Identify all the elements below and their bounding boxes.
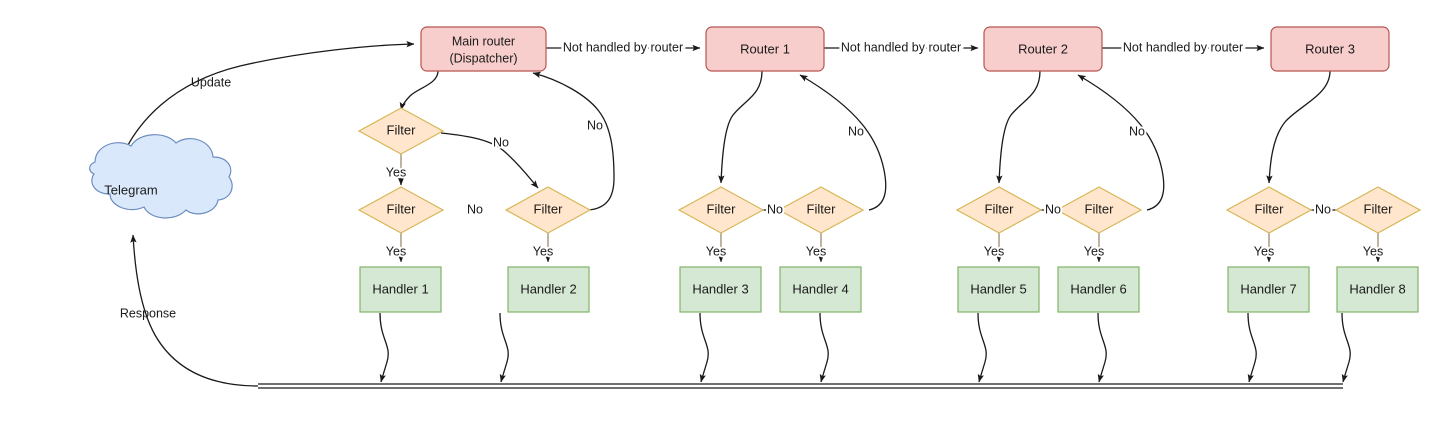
router-2-box[interactable] — [983, 26, 1103, 72]
handler-3-box[interactable] — [679, 266, 762, 313]
edge-label-yes-handler4: Yes — [806, 244, 826, 258]
node-handler-4[interactable]: Handler 4 — [779, 266, 862, 313]
edge-label-no-f1-f2: No — [493, 135, 509, 149]
filter-5-diamond[interactable] — [777, 186, 865, 234]
edge-label-not-handled-3: Not handled by router — [1123, 40, 1243, 54]
edge-filter2-to-dispatcher-no — [532, 71, 615, 211]
edge-telegram-to-dispatcher — [117, 40, 415, 168]
handler-2-box[interactable] — [507, 266, 590, 313]
filter-9-diamond[interactable] — [1334, 186, 1422, 234]
node-filter-7[interactable]: Filter — [1055, 186, 1143, 234]
node-filter-3[interactable]: Filter — [504, 186, 592, 234]
node-main-router-dispatcher[interactable]: Main router (Dispatcher) — [420, 26, 547, 72]
node-handler-2[interactable]: Handler 2 — [507, 266, 590, 313]
handler-5-box[interactable] — [957, 266, 1040, 313]
node-filter-6[interactable]: Filter — [955, 186, 1043, 234]
handler-7-box[interactable] — [1227, 266, 1310, 313]
filter-6-diamond[interactable] — [955, 186, 1043, 234]
edge-filter1-to-filter2-no — [440, 132, 539, 189]
node-filter-5[interactable]: Filter — [777, 186, 865, 234]
node-handler-7[interactable]: Handler 7 — [1227, 266, 1310, 313]
filter-3-diamond[interactable] — [504, 186, 592, 234]
node-telegram[interactable]: Telegram — [89, 134, 233, 219]
router-1-box[interactable] — [705, 26, 825, 72]
edge-label-yes-handler5: Yes — [984, 244, 1004, 258]
edge-dispatcher-to-filter1 — [399, 70, 439, 111]
handler-6-box[interactable] — [1057, 266, 1140, 313]
edge-label-not-handled-2: Not handled by router — [841, 40, 961, 54]
node-router-3[interactable]: Router 3 — [1270, 26, 1390, 72]
node-router-2[interactable]: Router 2 — [983, 26, 1103, 72]
node-handler-8[interactable]: Handler 8 — [1336, 266, 1419, 313]
edge-bus-to-telegram-response — [130, 234, 259, 387]
edge-router3-to-filter7 — [1266, 70, 1331, 184]
edge-router2-to-filter5 — [996, 70, 1041, 184]
edge-handler3-to-bus — [699, 312, 709, 383]
edge-label-yes-handler1: Yes — [386, 244, 406, 258]
edge-label-yes-handler8: Yes — [1363, 244, 1383, 258]
edge-handler4-to-bus — [819, 312, 829, 383]
edge-handler1-to-bus — [379, 312, 389, 383]
node-handler-3[interactable]: Handler 3 — [679, 266, 762, 313]
node-handler-1[interactable]: Handler 1 — [359, 266, 442, 313]
filter-7-diamond[interactable] — [1055, 186, 1143, 234]
node-handler-5[interactable]: Handler 5 — [957, 266, 1040, 313]
filter-1-diamond[interactable] — [357, 107, 445, 155]
node-filter-2[interactable]: Filter — [357, 186, 445, 234]
edge-label-response: Response — [120, 306, 176, 320]
edge-filter6-to-router2-no — [1077, 74, 1165, 211]
handler-4-box[interactable] — [779, 266, 862, 313]
node-filter-9[interactable]: Filter — [1334, 186, 1422, 234]
handler-8-box[interactable] — [1336, 266, 1419, 313]
edge-label-yes-handler3: Yes — [706, 244, 726, 258]
edge-filter4-to-router1-no — [799, 74, 887, 211]
edge-handler5-to-bus — [977, 312, 987, 383]
edge-label-no-f4-router1: No — [848, 124, 864, 138]
node-handler-6[interactable]: Handler 6 — [1057, 266, 1140, 313]
edge-label-not-handled-1: Not handled by router — [563, 40, 683, 54]
edge-handler7-to-bus — [1247, 312, 1257, 383]
filter-2-diamond[interactable] — [357, 186, 445, 234]
node-filter-1[interactable]: Filter — [357, 107, 445, 155]
node-filter-8[interactable]: Filter — [1225, 186, 1313, 234]
edge-handler2-to-bus — [499, 312, 509, 383]
edge-label-no-f7-f8: No — [1315, 202, 1331, 216]
edge-label-yes-handler2: Yes — [533, 244, 553, 258]
filter-4-diamond[interactable] — [677, 186, 765, 234]
edge-label-no-row2-a: No — [467, 202, 483, 216]
edge-handler8-to-bus — [1341, 312, 1351, 383]
node-router-1[interactable]: Router 1 — [705, 26, 825, 72]
edge-handler6-to-bus — [1097, 312, 1107, 383]
filter-8-diamond[interactable] — [1225, 186, 1313, 234]
handler-1-box[interactable] — [359, 266, 442, 313]
edge-router1-to-filter3 — [718, 70, 763, 184]
edge-label-no-f6-router2: No — [1129, 124, 1145, 138]
edge-label-no-f3-f4: No — [767, 202, 783, 216]
edge-label-yes-handler6: Yes — [1084, 244, 1104, 258]
edge-label-no-f5-f6: No — [1045, 202, 1061, 216]
router-3-box[interactable] — [1270, 26, 1390, 72]
edge-label-yes-handler7: Yes — [1254, 244, 1274, 258]
main-router-box[interactable] — [420, 26, 547, 72]
edge-label-no-f2-dispatcher: No — [587, 118, 603, 132]
edge-label-yes-filter1: Yes — [386, 165, 406, 179]
node-filter-4[interactable]: Filter — [677, 186, 765, 234]
edge-label-update: Update — [191, 75, 231, 89]
